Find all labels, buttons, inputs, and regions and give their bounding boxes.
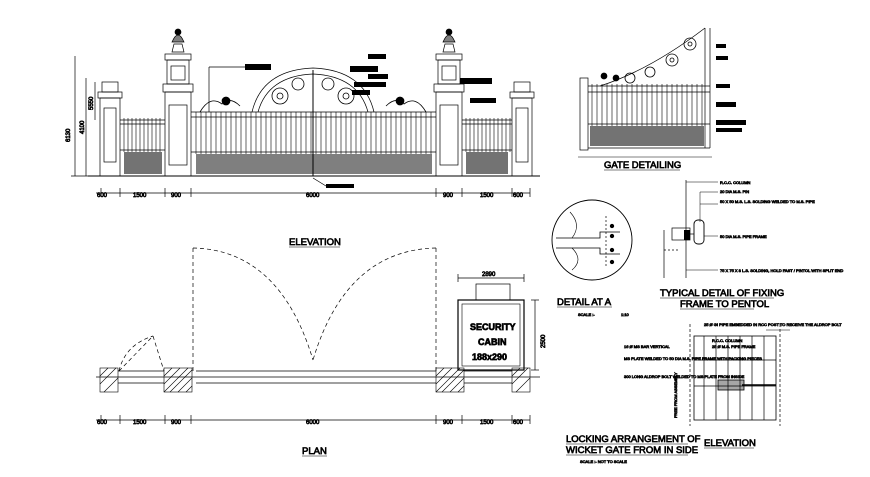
cabin-label-line3: 188x290	[472, 352, 507, 362]
plan-dimension-chain	[96, 415, 531, 424]
plan-drawing	[96, 247, 540, 393]
elevation-title: ELEVATION	[289, 237, 341, 248]
right-outer-pier	[511, 97, 533, 177]
elevation-dim-6000: 6000	[306, 193, 320, 199]
locking-title-line1: LOCKING ARRANGEMENT OF	[566, 434, 701, 445]
cabin-label-line2: CABIN	[478, 337, 507, 347]
cabin-label-line1: SECURITY	[470, 322, 516, 332]
elevation-dim-600-left: 600	[97, 193, 108, 199]
fixing-title-line2: FRAME TO PENTOL	[680, 299, 769, 310]
elevation-side-dim-3: 5550	[89, 96, 95, 110]
plan-dim-1500-left: 1500	[133, 420, 147, 426]
elevation-side-dim-2: 4100	[80, 120, 86, 134]
locking-title-line2: WICKET GATE FROM IN SIDE	[566, 445, 698, 456]
plan-dim-6000: 6000	[306, 420, 320, 426]
plan-dim-1500-right: 1500	[480, 420, 494, 426]
elevation-dim-900-right: 900	[443, 193, 454, 199]
fixing-note-4: 50 DIA M.S. PIPE FRAME	[720, 234, 767, 239]
left-wicket-fence	[120, 118, 165, 174]
plan-dim-900-right: 900	[443, 420, 454, 426]
fixing-note-5: 75 X 75 X 8 L.S. SOLDING, HOLD FAST / PI…	[720, 268, 843, 273]
locking-note-left-1: 16 Ø MS BAR VERTICAL	[624, 344, 670, 349]
locking-side-label: FREE FROM ASSEMBLY	[673, 372, 678, 418]
elevation-drawing	[71, 28, 540, 188]
detail-a-scale-label: SCALE :-	[578, 312, 595, 317]
locking-note-right-3: 25 Ø M.S. PIPE FRAME	[712, 344, 756, 349]
fixing-note-3: 50 X 50 M.S. L.S. SOLDING WELDED TO M.S.…	[720, 199, 815, 204]
detail-a-title: DETAIL AT A	[557, 297, 612, 308]
cabin-width-dim: 2890	[482, 272, 496, 278]
fixing-title-line1: TYPICAL DETAIL OF FIXING	[660, 288, 784, 299]
right-wicket-fence	[462, 118, 512, 174]
elevation-dim-1500-left: 1500	[133, 193, 147, 199]
fixing-note-1: R.C.C. COLUMN	[720, 180, 751, 185]
plan-footings	[99, 367, 531, 393]
detail-a-scale-value: 1:10	[621, 312, 630, 317]
main-gate-leaves	[191, 67, 436, 176]
left-outer-pier	[99, 97, 121, 177]
detail-a-drawing	[551, 199, 633, 281]
locking-note-left-3: 300 LONG ALDROP BOLT WELDED TO MS PLATE …	[624, 374, 745, 379]
gate-detailing-drawing	[578, 27, 746, 158]
elevation-dim-1500-right: 1500	[480, 193, 494, 199]
locking-note-left-2: MS PLATE WELDED TO 50 DIA M.S. PIPE FRAM…	[624, 356, 762, 361]
fixing-detail-drawing	[663, 180, 718, 278]
locking-note-right-1: 25 Ø GI PIPE EMBEDDED IN RCC POST TO REC…	[704, 322, 842, 327]
plan-dim-900-left: 900	[171, 420, 182, 426]
elevation-dim-900-left: 900	[171, 193, 182, 199]
cabin-height-dim: 2500	[541, 334, 547, 348]
elevation-dimension-chain	[96, 188, 531, 197]
plan-dim-600-left: 600	[97, 420, 108, 426]
plan-dim-600-right: 600	[513, 420, 524, 426]
gate-detailing-title: GATE DETAILING	[604, 160, 681, 171]
elevation-side-dim-1: 6130	[66, 128, 72, 142]
locking-scale: SCALE :- NOT TO SCALE	[580, 459, 627, 464]
locking-detail-drawing	[689, 324, 790, 426]
fixing-note-2: 20 DIA M.S. PIN	[720, 189, 749, 194]
plan-title: PLAN	[302, 446, 327, 457]
elevation-dim-600-right: 600	[513, 193, 524, 199]
locking-note-right-2: R.C.C. COLUMN	[712, 338, 743, 343]
locking-elevation-label: ELEVATION	[704, 438, 756, 449]
